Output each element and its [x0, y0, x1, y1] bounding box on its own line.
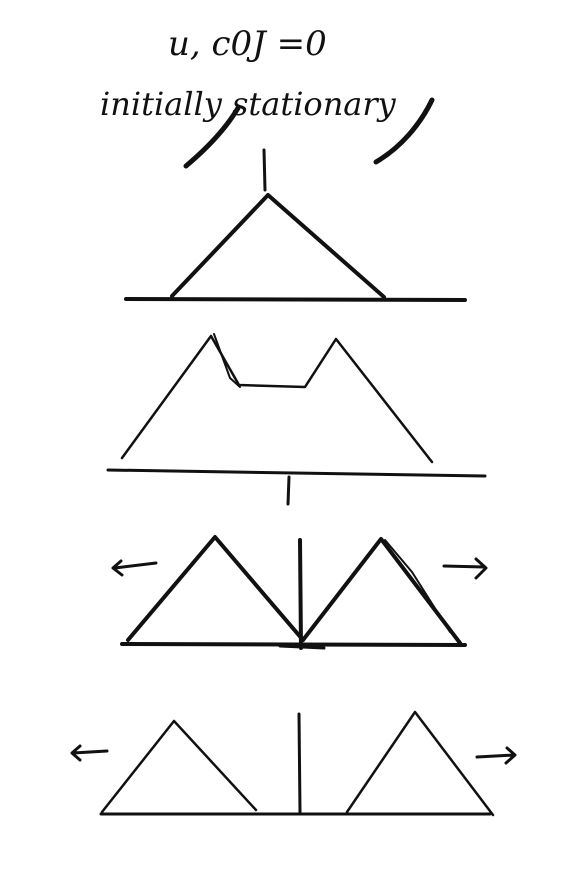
stage-1-baseline — [124, 297, 467, 302]
stage-4-separated-pulses — [70, 710, 517, 817]
stage-3-center-line — [298, 538, 303, 650]
right-arrow-icon — [475, 746, 517, 765]
annotation-line-2: initially stationary — [100, 85, 397, 123]
stage-1-center-marker — [262, 148, 267, 192]
stage-2-splitting-pulse — [106, 333, 487, 506]
left-arrow-icon — [70, 744, 109, 762]
annotation-descender-left — [183, 105, 241, 169]
annotation-descender-right — [373, 97, 435, 165]
stage-3-separating-pulses — [111, 535, 488, 650]
stage-3-right-pulse — [301, 537, 462, 645]
stage-2-baseline — [106, 468, 487, 478]
right-arrow-icon — [442, 557, 488, 580]
stage-3-base-emphasis — [278, 644, 326, 650]
stage-4-right-pulse — [345, 710, 495, 817]
annotation-line-1: u, c0J =0 — [168, 24, 327, 64]
stage-2-split-waveform — [120, 334, 434, 464]
stage-1-triangle-pulse — [170, 193, 386, 299]
stage-2-center-marker — [286, 475, 291, 506]
stage-2-overlap-stroke — [213, 333, 241, 388]
stage-4-left-pulse — [100, 719, 258, 814]
stage-1-initial-pulse — [124, 148, 467, 302]
left-arrow-icon — [111, 559, 158, 577]
stage-3-left-pulse — [126, 535, 305, 642]
stage-3-baseline — [120, 642, 467, 647]
stage-3-right-overstroke — [384, 539, 451, 633]
stage-4-center-line — [297, 712, 302, 814]
